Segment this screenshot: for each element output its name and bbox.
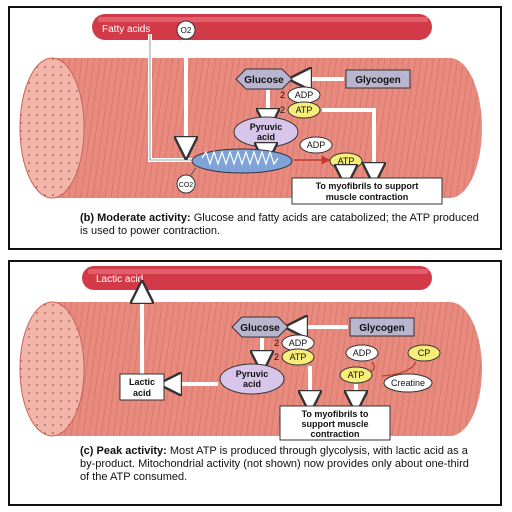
o2-bubble: O2 bbox=[176, 20, 196, 40]
glucose-hexagon: Glucose bbox=[231, 316, 289, 338]
svg-text:muscle contraction: muscle contraction bbox=[326, 192, 409, 202]
svg-text:2: 2 bbox=[274, 338, 279, 348]
svg-text:ADP: ADP bbox=[295, 90, 314, 100]
glycogen-box: Glycogen bbox=[349, 317, 415, 337]
myofibrils-box: To myofibrils to support muscle contract… bbox=[291, 177, 443, 205]
glycogen-box: Glycogen bbox=[345, 69, 411, 89]
svg-text:ADP: ADP bbox=[353, 348, 372, 358]
blood-vessel bbox=[92, 14, 432, 40]
atp-ellipse-2: ATP bbox=[339, 366, 373, 384]
cp-ellipse: CP bbox=[407, 344, 441, 362]
peak-activity-caption: (c) Peak activity: Most ATP is produced … bbox=[80, 445, 469, 483]
moderate-activity-diagram: Fatty acids O2 Glycogen Glucose 2 ADP 2 bbox=[19, 14, 482, 205]
svg-text:2: 2 bbox=[280, 105, 285, 115]
adp-ellipse-2: ADP bbox=[299, 136, 333, 154]
adp-ellipse-1: ADP bbox=[287, 86, 321, 104]
svg-text:Pyruvic: Pyruvic bbox=[250, 122, 283, 132]
svg-text:Glucose: Glucose bbox=[244, 75, 284, 86]
panel-moderate-activity: Fatty acids O2 Glycogen Glucose 2 ADP 2 bbox=[8, 6, 502, 250]
svg-text:Lactic: Lactic bbox=[129, 377, 155, 387]
pyruvic-acid-ellipse: Pyruvic acid bbox=[233, 116, 299, 148]
svg-text:Glycogen: Glycogen bbox=[359, 323, 405, 334]
svg-text:2: 2 bbox=[274, 352, 279, 362]
svg-text:support muscle: support muscle bbox=[301, 419, 368, 429]
svg-text:acid: acid bbox=[257, 132, 275, 142]
moderate-activity-caption: (b) Moderate activity: Glucose and fatty… bbox=[80, 212, 479, 237]
svg-text:Creatine: Creatine bbox=[391, 378, 425, 388]
svg-text:acid: acid bbox=[243, 379, 261, 389]
svg-text:ATP: ATP bbox=[290, 352, 307, 362]
lactic-acid-box: Lactic acid bbox=[119, 373, 165, 401]
svg-text:Pyruvic: Pyruvic bbox=[236, 369, 269, 379]
atp-ellipse-2: ATP bbox=[329, 152, 363, 170]
svg-text:ATP: ATP bbox=[296, 105, 313, 115]
svg-text:contraction: contraction bbox=[310, 429, 359, 439]
svg-text:ADP: ADP bbox=[307, 140, 326, 150]
svg-text:ATP: ATP bbox=[348, 370, 365, 380]
pyruvic-acid-ellipse: Pyruvic acid bbox=[219, 363, 285, 395]
blood-vessel bbox=[82, 266, 432, 290]
creatine-ellipse: Creatine bbox=[383, 373, 433, 393]
peak-activity-diagram: Lactic acid Lactic acid Glycogen Glucose bbox=[19, 266, 482, 441]
o2-label: O2 bbox=[181, 26, 192, 35]
svg-text:acid: acid bbox=[133, 388, 151, 398]
svg-text:2: 2 bbox=[280, 90, 285, 100]
svg-text:Glycogen: Glycogen bbox=[355, 75, 401, 86]
svg-text:ADP: ADP bbox=[289, 338, 308, 348]
co2-label: CO2 bbox=[179, 182, 194, 189]
svg-text:CP: CP bbox=[418, 348, 431, 358]
svg-text:To myofibrils to support: To myofibrils to support bbox=[316, 181, 419, 191]
fatty-acids-label: Fatty acids bbox=[102, 24, 150, 35]
mitochondrion bbox=[191, 148, 293, 174]
svg-text:ATP: ATP bbox=[338, 156, 355, 166]
svg-text:Glucose: Glucose bbox=[240, 323, 280, 334]
atp-ellipse-1: ATP bbox=[281, 348, 315, 366]
co2-bubble: CO2 bbox=[176, 174, 196, 194]
glucose-hexagon: Glucose bbox=[235, 68, 293, 90]
atp-ellipse-1: ATP bbox=[287, 101, 321, 119]
myofibrils-box: To myofibrils to support muscle contract… bbox=[279, 405, 391, 441]
panel-peak-activity: Lactic acid Lactic acid Glycogen Glucose bbox=[8, 260, 502, 506]
adp-ellipse-2: ADP bbox=[345, 344, 379, 362]
lactic-acid-vessel-label: Lactic acid bbox=[96, 274, 143, 285]
svg-text:To myofibrils to: To myofibrils to bbox=[302, 409, 369, 419]
